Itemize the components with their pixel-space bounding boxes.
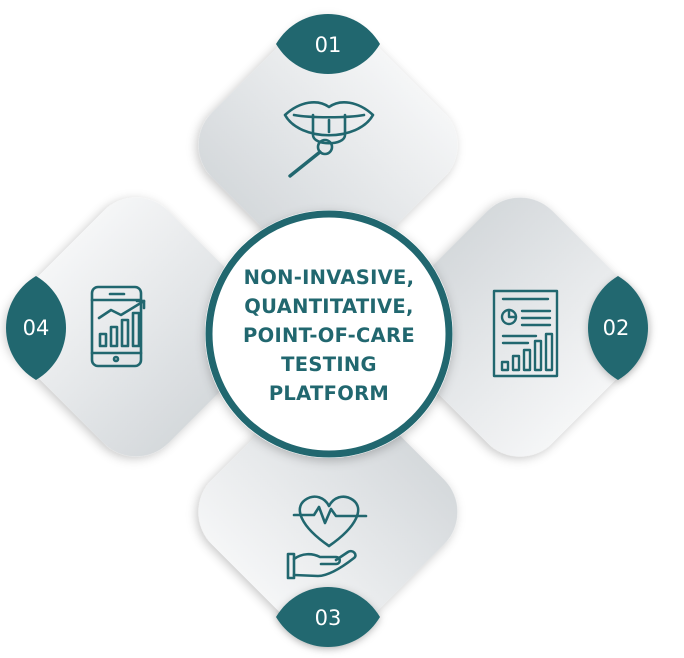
badge-04-label: 04 — [23, 316, 50, 340]
badge-03: 03 — [276, 587, 380, 647]
mobile-analytics-icon — [90, 285, 146, 368]
saliva-swab-icon — [283, 101, 375, 178]
center-title-line-2: QUANTITATIVE, — [244, 294, 414, 318]
report-chart-icon — [492, 289, 559, 378]
center-title-line-1: NON-INVASIVE, — [243, 265, 415, 289]
badge-02-shape — [588, 276, 648, 380]
center-title-line-5: PLATFORM — [268, 381, 390, 405]
card-top-shape — [198, 15, 458, 275]
card-left — [6, 197, 266, 457]
card-top — [198, 15, 458, 275]
badge-02: 02 — [588, 276, 648, 380]
badge-02-label: 02 — [603, 316, 630, 340]
center-title-line-4: TESTING — [281, 352, 377, 376]
badge-03-label: 03 — [315, 606, 342, 630]
badge-01-label: 01 — [315, 33, 342, 57]
center-title: NON-INVASIVE, QUANTITATIVE, POINT-OF-CAR… — [214, 250, 444, 420]
card-right-shape — [390, 197, 650, 457]
center-circle-ring — [205, 210, 453, 458]
card-bottom-shape — [198, 382, 458, 642]
center-title-line-3: POINT-OF-CARE — [242, 323, 415, 347]
card-right — [390, 197, 650, 457]
badge-01: 01 — [276, 14, 380, 74]
badge-03-shape — [276, 587, 380, 647]
card-bottom — [198, 382, 458, 642]
heart-care-hand-icon — [286, 495, 368, 580]
badge-01-shape — [276, 14, 380, 74]
card-left-shape — [6, 197, 266, 457]
badge-04-shape — [6, 276, 66, 380]
badge-04: 04 — [6, 276, 66, 380]
center-circle — [205, 210, 453, 458]
